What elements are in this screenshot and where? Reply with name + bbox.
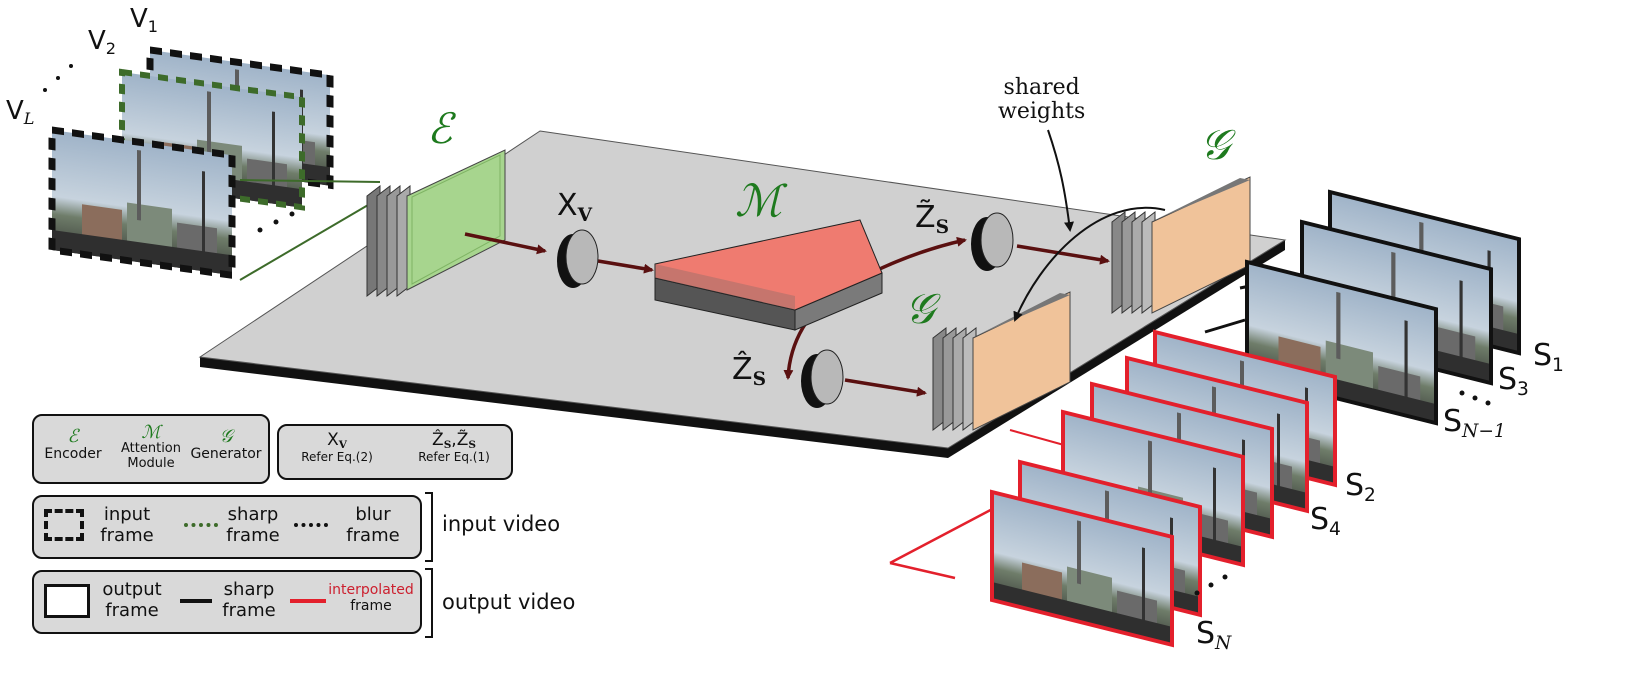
- label-s2: S2: [1345, 468, 1376, 506]
- legend-output-group: output video: [442, 590, 576, 614]
- generator-block-bottom: [932, 291, 1071, 432]
- z-hat-disk: [801, 349, 844, 408]
- legend-encoder: ℰ Encoder: [44, 426, 102, 463]
- legend-output-bracket: [425, 568, 433, 638]
- label-z-hat: ẐS: [732, 352, 766, 390]
- label-s3: S3: [1498, 362, 1529, 400]
- legend-blur-swatch: [294, 523, 328, 527]
- xv-latent-disk: [557, 229, 599, 288]
- label-vl: VL: [6, 96, 35, 129]
- legend-modules: ℰ Encoder ℳ Attention Module 𝒢 Generator: [32, 414, 270, 484]
- encoder-block: [366, 149, 506, 298]
- attention-symbol: ℳ: [735, 176, 783, 227]
- legend-input-bracket: [425, 492, 433, 562]
- legend-input-group: input video: [442, 512, 561, 536]
- legend-xv-ref: XV Refer Eq.(2): [301, 430, 373, 464]
- label-sn: SN: [1196, 616, 1232, 654]
- output-sharp-frames: [1204, 189, 1521, 426]
- legend-z-ref: ẐS,Z̃S Refer Eq.(1): [418, 430, 490, 464]
- legend-output-sharp-swatch: [180, 599, 212, 603]
- label-xv: XV: [557, 188, 592, 226]
- shared-weights-arrows: [1013, 129, 1166, 322]
- generator-symbol-top: 𝒢: [1200, 120, 1230, 169]
- input-frames: [43, 46, 381, 281]
- legend-interpolated-swatch: [290, 599, 326, 603]
- label-s4: S4: [1310, 502, 1341, 540]
- label-v1: V1: [130, 4, 159, 37]
- legend-input-frame-swatch: [44, 509, 84, 541]
- z-tilde-disk: [971, 212, 1014, 271]
- label-s1: S1: [1533, 338, 1564, 376]
- label-z-tilde: Z̃S: [915, 200, 949, 238]
- shared-weights-label: shared weights: [998, 75, 1086, 125]
- generator-symbol-bottom: 𝒢: [905, 284, 935, 333]
- legend-generator: 𝒢 Generator: [190, 426, 262, 463]
- label-v2: V2: [88, 26, 117, 59]
- encoder-symbol: ℰ: [427, 104, 453, 153]
- generator-block-top: [1111, 176, 1251, 315]
- output-interpolated-frames: [889, 329, 1337, 648]
- attention-block: [654, 219, 883, 331]
- legend-sharp-swatch: [184, 523, 218, 527]
- legend-output-frame-swatch: [44, 584, 90, 618]
- legend-attention: ℳ Attention Module: [121, 422, 181, 471]
- legend-equations: XV Refer Eq.(2) ẐS,Z̃S Refer Eq.(1): [277, 424, 513, 480]
- label-sn1: SN−1: [1443, 404, 1506, 442]
